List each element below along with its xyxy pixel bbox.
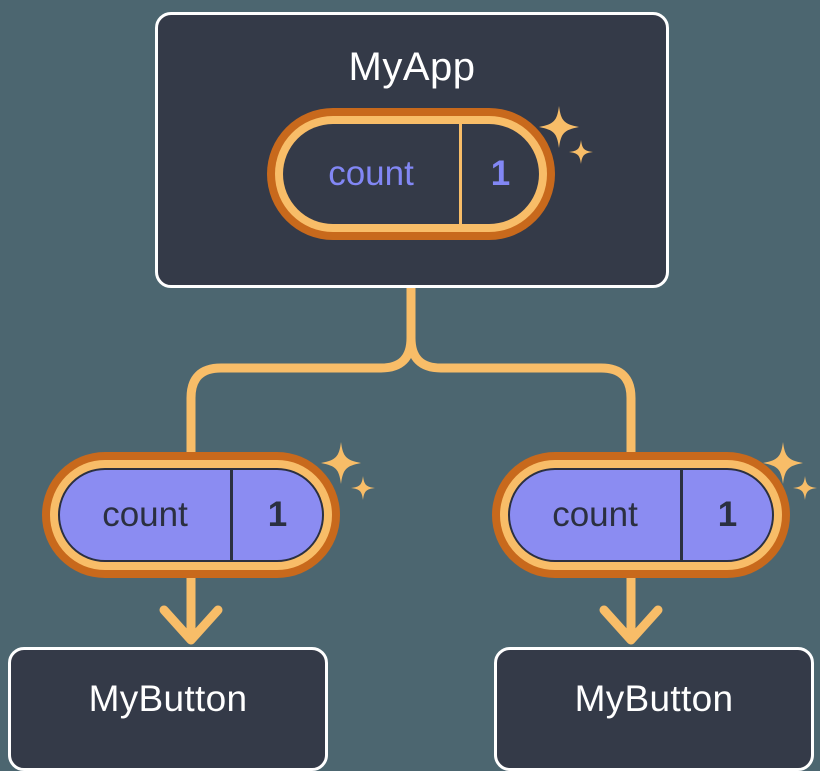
state-pill-outer-ring: count 1 — [492, 452, 790, 578]
state-value-label: 1 — [680, 470, 772, 560]
connector-trunk-and-split — [186, 283, 416, 465]
state-pill-inner-ring: count 1 — [50, 460, 332, 570]
mybutton-label: MyButton — [88, 678, 248, 719]
mybutton-component-box-right[interactable]: MyButton — [494, 647, 814, 771]
state-pill-body: count 1 — [283, 124, 539, 224]
state-key-label: count — [328, 154, 414, 193]
state-key-label: count — [552, 495, 638, 534]
arrow-down-icon-left-head — [159, 605, 223, 645]
mybutton-component-box-left[interactable]: MyButton — [8, 647, 328, 771]
mybutton-label: MyButton — [574, 678, 734, 719]
myapp-title: MyApp — [348, 45, 476, 89]
state-pill-myapp[interactable]: count 1 — [267, 108, 555, 240]
state-pill-inner-ring: count 1 — [275, 116, 547, 232]
state-pill-inner-ring: count 1 — [500, 460, 782, 570]
state-key-label: count — [102, 495, 188, 534]
state-pill-body: count 1 — [58, 468, 324, 562]
connector-branch-right — [406, 333, 636, 465]
state-pill-outer-ring: count 1 — [267, 108, 555, 240]
state-pill-outer-ring: count 1 — [42, 452, 340, 578]
state-value-label: 1 — [459, 124, 539, 224]
state-pill-right[interactable]: count 1 — [492, 452, 790, 578]
state-pill-left[interactable]: count 1 — [42, 452, 340, 578]
state-value-label: 1 — [230, 470, 322, 560]
arrow-down-icon-right-head — [599, 605, 663, 645]
state-pill-body: count 1 — [508, 468, 774, 562]
